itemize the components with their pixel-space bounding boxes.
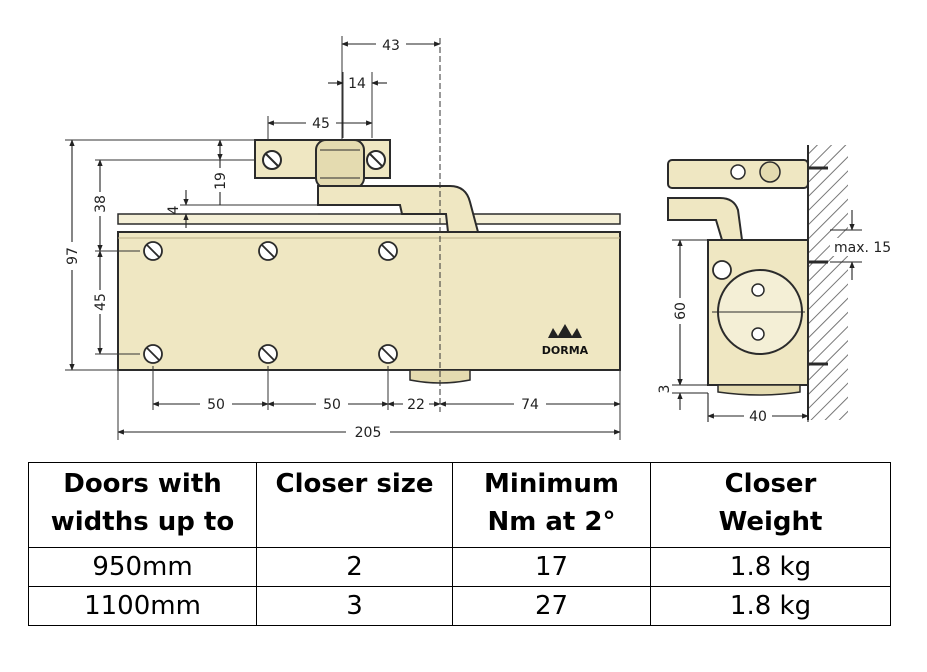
svg-text:DORMA: DORMA	[542, 344, 589, 357]
dim-label-45-top: 45	[312, 116, 330, 132]
dim-label-43: 43	[382, 38, 400, 54]
cell-door-width: 1100mm	[28, 586, 257, 626]
dim-label-205: 205	[355, 425, 382, 441]
dim-label-3: 3	[657, 385, 673, 394]
dim-label-14: 14	[348, 76, 366, 92]
front-closer-body	[117, 231, 621, 371]
side-view: 60 3 40 max. 15	[657, 145, 904, 425]
dim-label-45-left: 45	[93, 293, 109, 311]
table-row: 1100mm 3 27 1.8 kg	[28, 586, 891, 626]
bracket-screw-right	[366, 150, 386, 170]
dim-label-40: 40	[749, 409, 767, 425]
cell-closer-size: 3	[256, 586, 453, 626]
body-screws	[143, 241, 398, 364]
cell-minimum-nm: 27	[452, 586, 651, 626]
dim-label-97: 97	[65, 247, 81, 265]
dim-label-19: 19	[213, 172, 229, 190]
front-closer-arm	[317, 185, 480, 233]
wall-hatching	[808, 145, 848, 420]
dim-label-38: 38	[93, 195, 109, 213]
dim-label-60: 60	[673, 302, 689, 320]
header-closer-weight: Closer Weight	[650, 462, 891, 548]
dim-label-max15: max. 15	[834, 240, 891, 256]
arm-pivot-knuckle	[315, 139, 365, 189]
cell-closer-weight: 1.8 kg	[650, 547, 891, 587]
header-minimum-nm: Minimum Nm at 2°	[452, 462, 651, 548]
table-header-row: Doors with widths up to Closer size Mini…	[28, 462, 891, 548]
header-door-width: Doors with widths up to	[28, 462, 257, 548]
dim-label-50-a: 50	[207, 397, 225, 413]
header-closer-size: Closer size	[256, 462, 453, 548]
dim-label-50-b: 50	[323, 397, 341, 413]
cell-minimum-nm: 17	[452, 547, 651, 587]
cell-closer-size: 2	[256, 547, 453, 587]
dorma-logo: DORMA	[542, 324, 589, 357]
dim-label-4: 4	[166, 205, 182, 214]
side-closer-arm	[667, 197, 744, 241]
bracket-screw-left	[262, 150, 282, 170]
cell-closer-weight: 1.8 kg	[650, 586, 891, 626]
cell-door-width: 950mm	[28, 547, 257, 587]
dim-label-22: 22	[407, 397, 425, 413]
front-view: DORMA	[63, 36, 621, 441]
closer-spec-table: Doors with widths up to Closer size Mini…	[28, 462, 891, 626]
front-mounting-plate	[117, 213, 621, 225]
dim-label-74: 74	[521, 397, 539, 413]
door-closer-technical-drawing: DORMA	[63, 36, 904, 441]
table-row: 950mm 2 17 1.8 kg	[28, 547, 891, 587]
